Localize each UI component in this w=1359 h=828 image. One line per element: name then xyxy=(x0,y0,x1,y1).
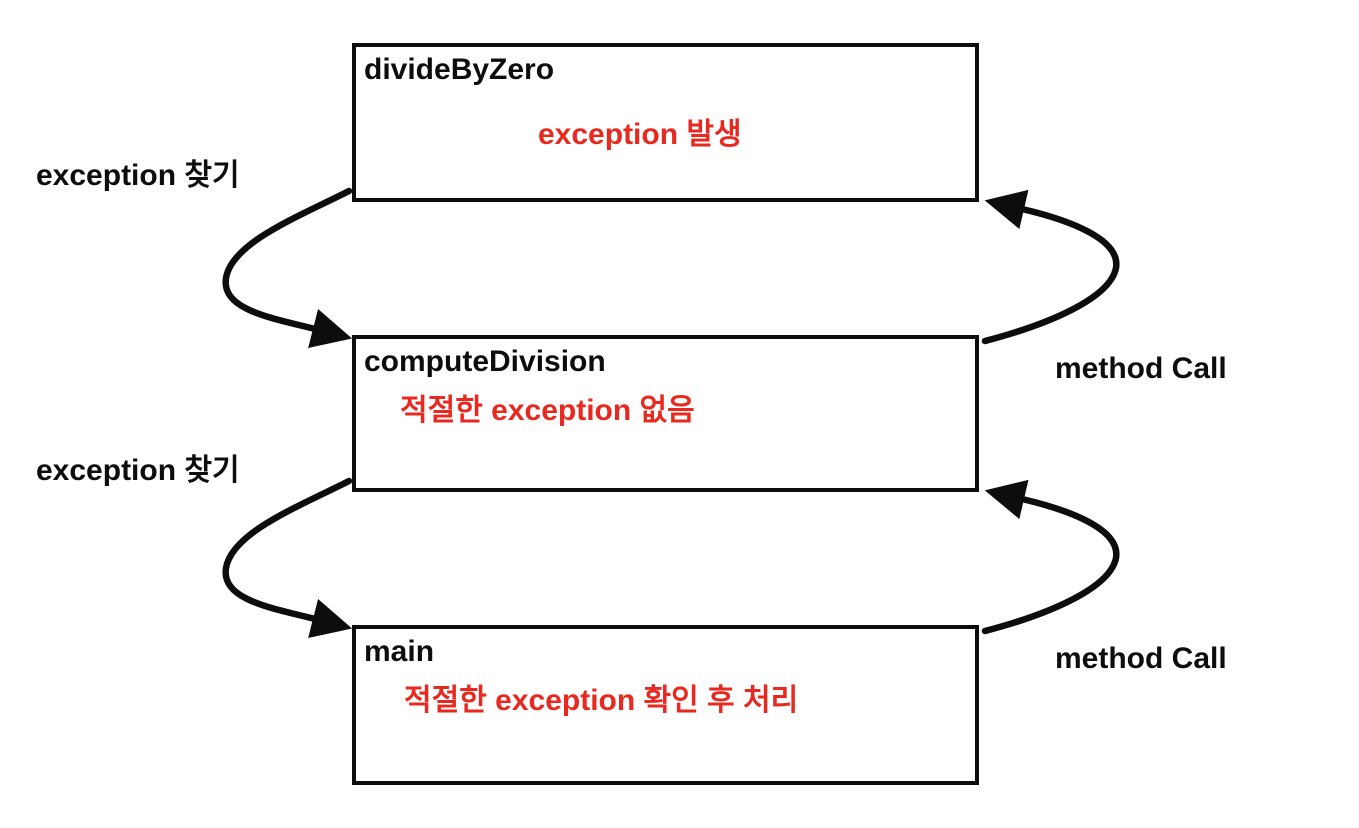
curved-arrow-down-left-bottom-icon xyxy=(222,477,353,639)
method-call-label-bottom: method Call xyxy=(1055,642,1227,675)
curved-arrow-up-right-top-icon xyxy=(981,189,1120,345)
method-note: 적절한 exception 확인 후 처리 xyxy=(404,684,799,717)
method-note: 적절한 exception 없음 xyxy=(400,394,695,427)
method-note: exception 발생 xyxy=(538,118,742,151)
exception-find-label-bottom: exception 찾기 xyxy=(36,454,240,487)
method-box-computedivision: computeDivision 적절한 exception 없음 xyxy=(352,335,979,492)
curved-arrow-down-left-top-icon xyxy=(222,187,353,349)
curved-arrow-up-right-bottom-icon xyxy=(981,479,1120,635)
method-box-dividebyzero: divideByZero exception 발생 xyxy=(352,43,979,202)
method-box-main: main 적절한 exception 확인 후 처리 xyxy=(352,625,979,785)
method-title: main xyxy=(364,635,435,668)
method-title: computeDivision xyxy=(364,345,606,378)
method-title: divideByZero xyxy=(364,53,555,86)
exception-find-label-top: exception 찾기 xyxy=(36,159,240,192)
method-call-label-top: method Call xyxy=(1055,352,1227,385)
